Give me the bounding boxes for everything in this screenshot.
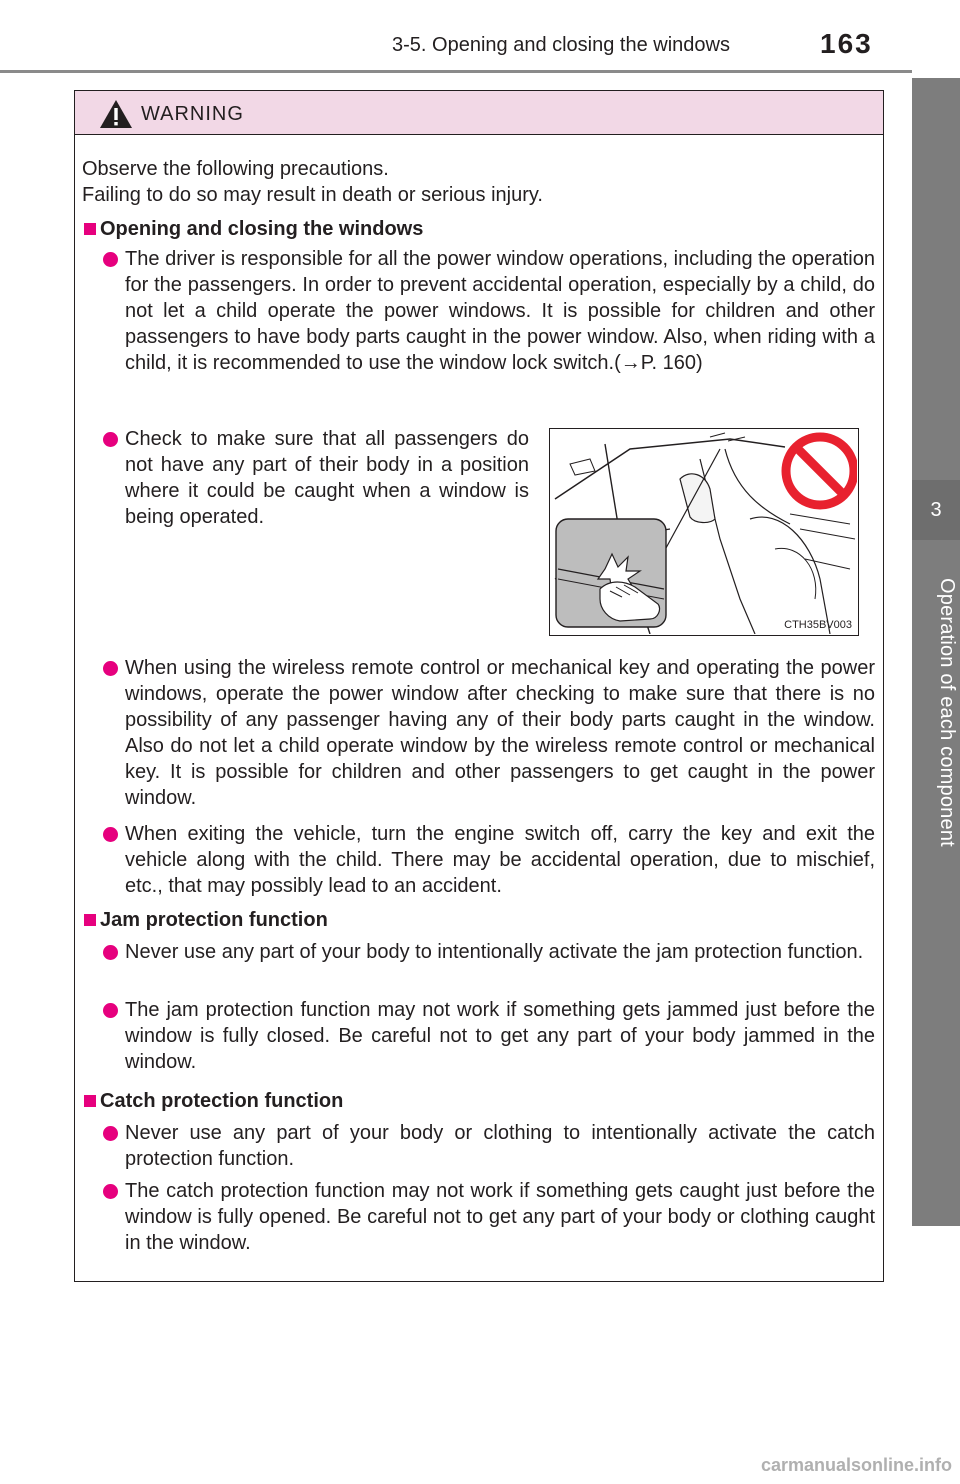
car-interior-illustration xyxy=(554,432,859,635)
section-title: 3-5. Opening and closing the windows xyxy=(392,34,730,56)
bullet-dot xyxy=(103,661,118,676)
warning-box: WARNING xyxy=(74,90,884,1282)
bullet-dot xyxy=(103,1003,118,1018)
bullet-dot xyxy=(103,252,118,267)
page-header: 3-5. Opening and closing the windows 163 xyxy=(0,0,912,78)
section-heading: Catch protection function xyxy=(100,1090,344,1112)
heading-marker xyxy=(84,914,96,926)
figure-id: CTH35BV003 xyxy=(784,619,852,631)
bullet-dot xyxy=(103,432,118,447)
section-heading: Jam protection function xyxy=(100,909,328,931)
bullet-dot xyxy=(103,827,118,842)
heading-marker xyxy=(84,1095,96,1107)
bullet-text: The catch protection function may not wo… xyxy=(125,1180,875,1254)
bullet-dot xyxy=(103,1184,118,1199)
warning-title: WARNING xyxy=(141,103,244,125)
chapter-number: 3 xyxy=(912,480,960,540)
bullet-text: The jam protection function may not work… xyxy=(125,999,875,1073)
page-number: 163 xyxy=(820,28,873,59)
warning-intro-1: Observe the following precautions. xyxy=(82,158,389,180)
bullet-text: When exiting the vehicle, turn the engin… xyxy=(125,823,875,897)
warning-header: WARNING xyxy=(75,91,883,135)
chapter-title: Operation of each component xyxy=(936,578,958,847)
header-rule xyxy=(0,70,912,73)
bullet-text: Never use any part of your body or cloth… xyxy=(125,1122,875,1170)
watermark: carmanualsonline.info xyxy=(760,1455,952,1475)
bullet-text: Check to make sure that all passengers d… xyxy=(125,428,529,528)
section-heading: Opening and closing the windows xyxy=(100,218,424,240)
bullet-dot xyxy=(103,945,118,960)
bullet-text: Never use any part of your body to inten… xyxy=(125,941,864,963)
window-caution-illustration: CTH35BV003 xyxy=(549,428,859,636)
warning-triangle-icon xyxy=(100,100,132,128)
bullet-text: When using the wireless remote control o… xyxy=(125,657,875,809)
chapter-tab: 3 Operation of each component xyxy=(912,78,960,1226)
heading-marker xyxy=(84,223,96,235)
bullet-text: The driver is responsible for all the po… xyxy=(125,248,875,374)
warning-intro-2: Failing to do so may result in death or … xyxy=(82,184,543,206)
bullet-dot xyxy=(103,1126,118,1141)
